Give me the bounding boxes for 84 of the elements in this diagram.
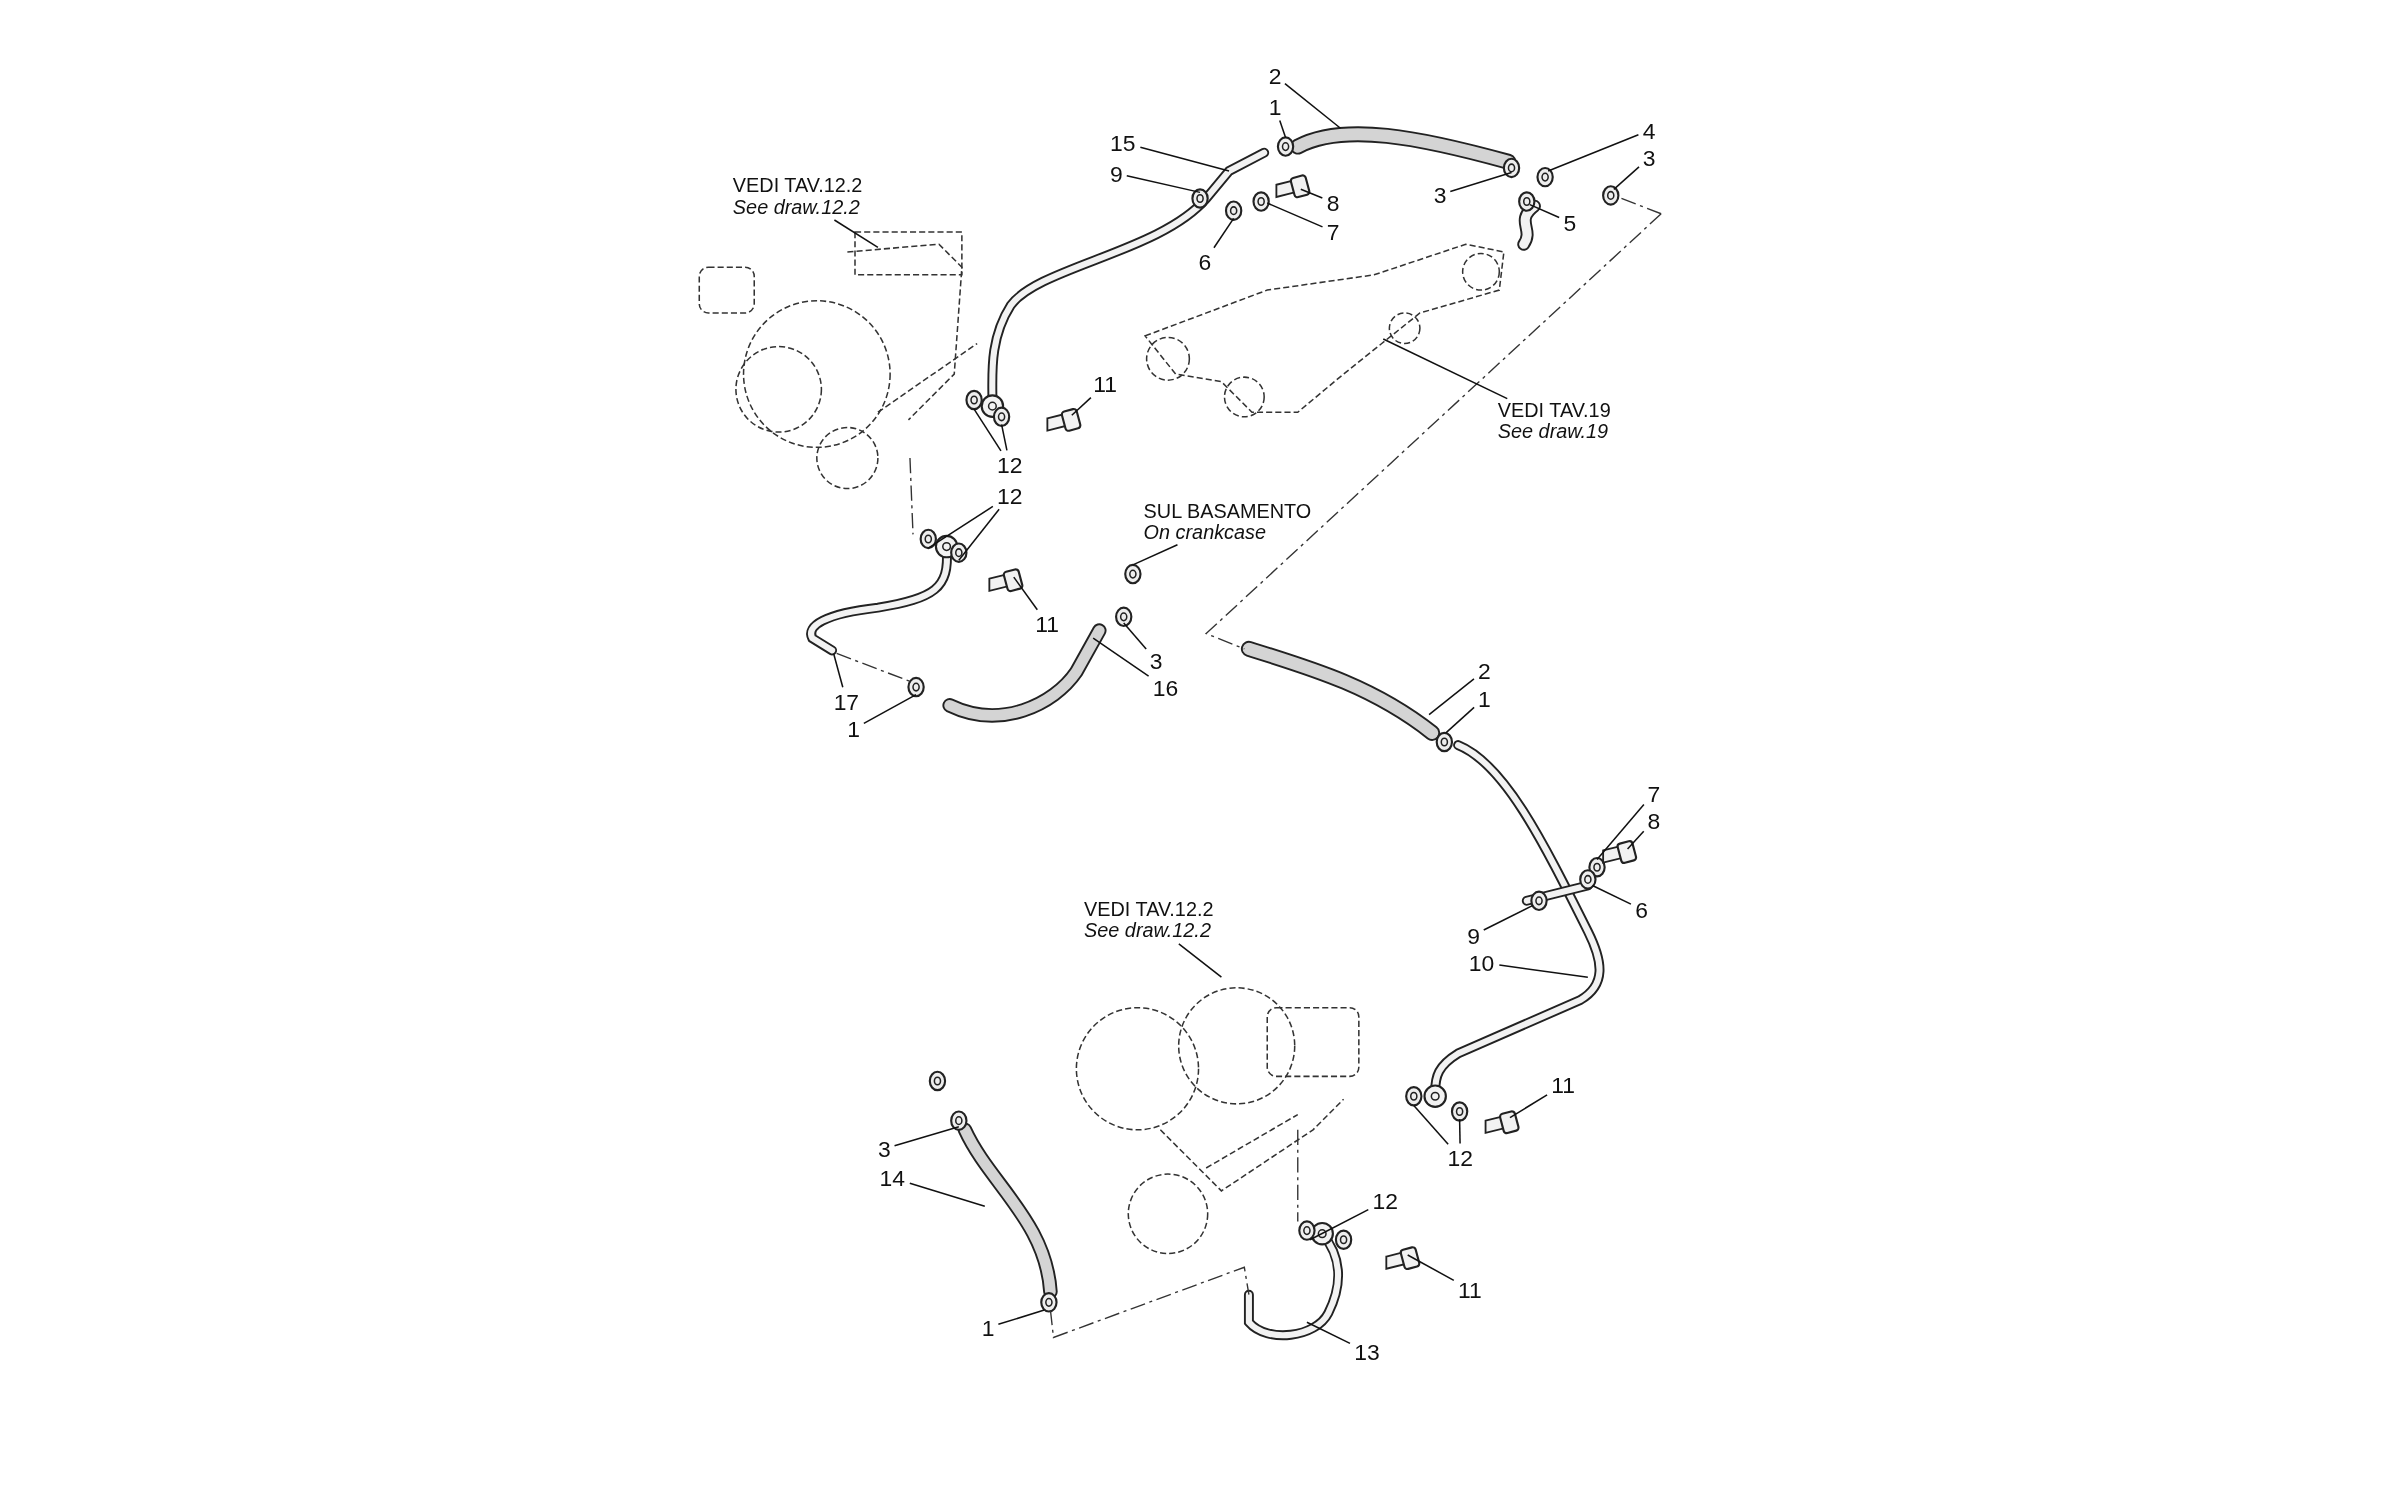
leader-line xyxy=(1266,202,1324,228)
leader-line xyxy=(1547,134,1640,172)
leader-line xyxy=(1596,803,1645,861)
leader-line xyxy=(1139,146,1230,172)
callout-number: 4 xyxy=(1641,119,1658,142)
leader-line xyxy=(1071,396,1092,417)
callout-number: 12 xyxy=(995,453,1024,477)
leader-line xyxy=(832,652,844,688)
callout-number: 8 xyxy=(1325,190,1342,214)
leader-line xyxy=(863,693,917,725)
reference-note: VEDI TAV.12.2 xyxy=(732,175,863,197)
callout-number: 11 xyxy=(1033,612,1061,636)
leader-line xyxy=(1309,1208,1370,1241)
leader-line xyxy=(1013,576,1039,611)
callout-number: 14 xyxy=(877,1166,907,1190)
callout-number: 1 xyxy=(980,1316,996,1339)
callout-number: 15 xyxy=(1108,131,1137,155)
reference-note: SUL BASAMENTO xyxy=(1143,500,1312,523)
exploded-parts-drawing xyxy=(698,126,1662,1341)
callout-number: 5 xyxy=(1561,210,1578,234)
leader-line xyxy=(1498,964,1589,978)
leader-line xyxy=(1626,830,1645,850)
leader-line xyxy=(1126,174,1201,194)
callout-number: 3 xyxy=(1432,183,1448,207)
leader-line xyxy=(1406,1254,1455,1282)
callout-number: 17 xyxy=(832,690,861,713)
leader-line xyxy=(997,1309,1046,1326)
leader-line xyxy=(958,508,1000,562)
callout-number: 10 xyxy=(1467,951,1496,975)
leader-line xyxy=(1300,188,1324,199)
reference-note: VEDI TAV.19 xyxy=(1497,400,1611,422)
callout-number: 3 xyxy=(1148,648,1164,672)
callout-number: 16 xyxy=(1151,676,1180,700)
leader-line xyxy=(833,219,879,249)
leader-line xyxy=(1413,1104,1449,1146)
reference-note-translation: See draw.12.2 xyxy=(1084,920,1212,943)
leader-line xyxy=(927,505,994,549)
leader-line xyxy=(1284,82,1342,129)
callout-number: 6 xyxy=(1633,897,1650,921)
callout-number: 11 xyxy=(1091,372,1119,396)
leader-line xyxy=(1306,1321,1351,1345)
callout-number: 9 xyxy=(1465,923,1482,947)
callout-number: 1 xyxy=(1476,687,1493,710)
leader-line xyxy=(1178,943,1223,978)
callout-number: 3 xyxy=(1641,146,1658,170)
leader-line xyxy=(1449,171,1513,193)
leader-line xyxy=(1529,203,1560,219)
callout-number: 2 xyxy=(1267,64,1283,88)
callout-number: 11 xyxy=(1456,1277,1484,1301)
leader-line xyxy=(1509,1094,1548,1119)
leader-line xyxy=(1458,1118,1461,1145)
callout-number: 3 xyxy=(876,1137,893,1161)
callout-number: 8 xyxy=(1645,809,1662,833)
leader-line xyxy=(893,1126,960,1147)
callout-number: 2 xyxy=(1476,659,1493,683)
leader-line xyxy=(1482,904,1534,931)
leader-line xyxy=(1092,637,1150,677)
callout-number: 12 xyxy=(995,484,1024,507)
callout-number: 12 xyxy=(1371,1189,1400,1213)
leader-line xyxy=(1279,119,1287,139)
leader-line xyxy=(1213,217,1235,249)
callout-number: 9 xyxy=(1108,161,1125,185)
leader-line xyxy=(1428,678,1475,716)
callout-number: 1 xyxy=(1267,94,1283,118)
callout-number: 12 xyxy=(1445,1146,1475,1170)
leader-line xyxy=(1591,884,1632,905)
callout-number: 13 xyxy=(1352,1340,1382,1364)
callout-number: 7 xyxy=(1325,219,1342,243)
reference-note: VEDI TAV.12.2 xyxy=(1084,899,1214,921)
leader-line xyxy=(973,408,1002,452)
reference-note-translation: See draw.19 xyxy=(1497,421,1610,443)
callout-number: 1 xyxy=(845,717,862,741)
leader-line xyxy=(1132,544,1179,566)
callout-number: 7 xyxy=(1645,781,1662,805)
reference-note-translation: See draw.12.2 xyxy=(732,196,861,219)
leader-line xyxy=(909,1182,986,1207)
leader-line xyxy=(1445,706,1475,734)
leader-line xyxy=(1000,423,1008,452)
reference-note-translation: On crankcase xyxy=(1143,522,1267,544)
leader-line xyxy=(1122,622,1147,650)
callout-number: 6 xyxy=(1197,250,1213,274)
leader-line xyxy=(1613,166,1640,191)
leader-line xyxy=(1382,338,1508,400)
callout-number: 11 xyxy=(1549,1073,1577,1097)
